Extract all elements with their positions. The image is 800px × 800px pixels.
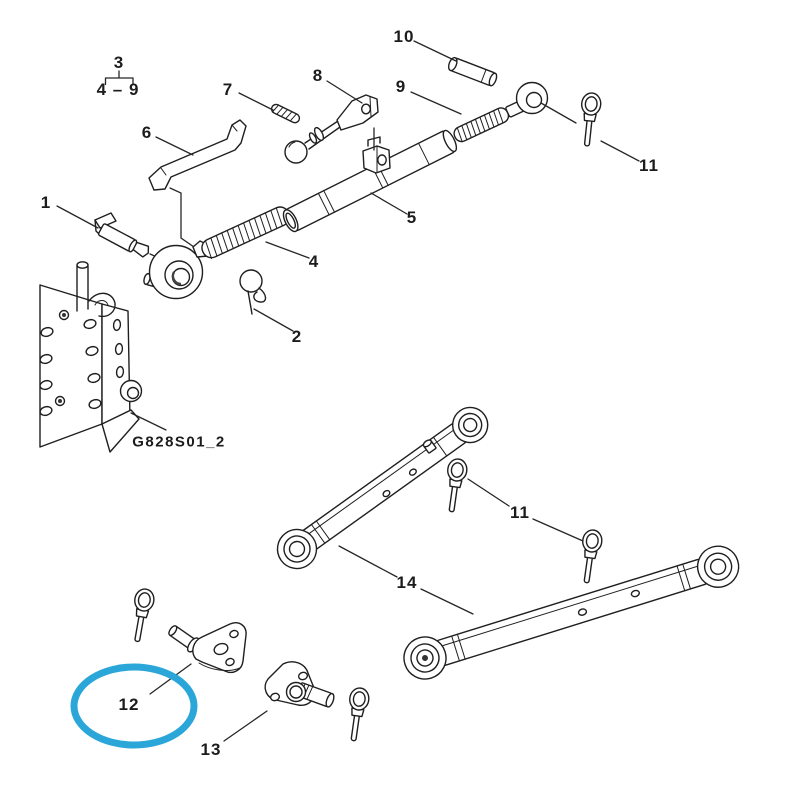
callout-1: 1 — [40, 193, 52, 212]
lynch-pin-bottom-mid — [343, 686, 371, 743]
leader-lines — [56, 40, 640, 742]
callout-5: 5 — [406, 208, 418, 227]
callout-3: 3 — [113, 53, 125, 72]
callout-10: 10 — [393, 27, 415, 46]
mounting-bracket — [39, 261, 143, 453]
callout-4: 4 — [308, 252, 320, 271]
callout-2: 2 — [291, 327, 303, 346]
callout-11-top: 11 — [639, 156, 659, 175]
reference-code: G828S01_2 — [132, 433, 226, 451]
part-13-stud — [264, 661, 335, 708]
callout-6: 6 — [141, 123, 153, 142]
callout-11-mid: 11 — [510, 503, 530, 522]
highlight-ellipse — [70, 663, 198, 749]
callout-7: 7 — [222, 80, 234, 99]
part-1-pin — [94, 212, 172, 264]
part-4-rod-end — [143, 206, 291, 300]
lift-arm-upper — [276, 406, 489, 570]
part-8-lever — [284, 94, 379, 164]
lynch-pin-bottom-left — [126, 586, 157, 644]
lynch-pin-mid-left — [441, 457, 469, 514]
part-9-rod-end — [453, 81, 549, 143]
lift-arm-lower — [403, 545, 740, 680]
part-6-handle — [148, 119, 247, 248]
part-2-r-clip — [239, 269, 267, 315]
part-7-spring-pin — [270, 103, 301, 124]
callout-12: 12 — [118, 695, 140, 714]
callout-8: 8 — [312, 66, 324, 85]
part-12-stud — [168, 622, 247, 674]
lynch-pin-top-right — [576, 91, 603, 148]
callout-9: 9 — [395, 77, 407, 96]
callout-14: 14 — [396, 573, 418, 592]
callout-range-4-9: 4 – 9 — [96, 80, 140, 99]
callout-13: 13 — [200, 740, 222, 759]
part-5-tube — [282, 127, 458, 233]
lynch-pin-mid-right — [576, 528, 604, 585]
